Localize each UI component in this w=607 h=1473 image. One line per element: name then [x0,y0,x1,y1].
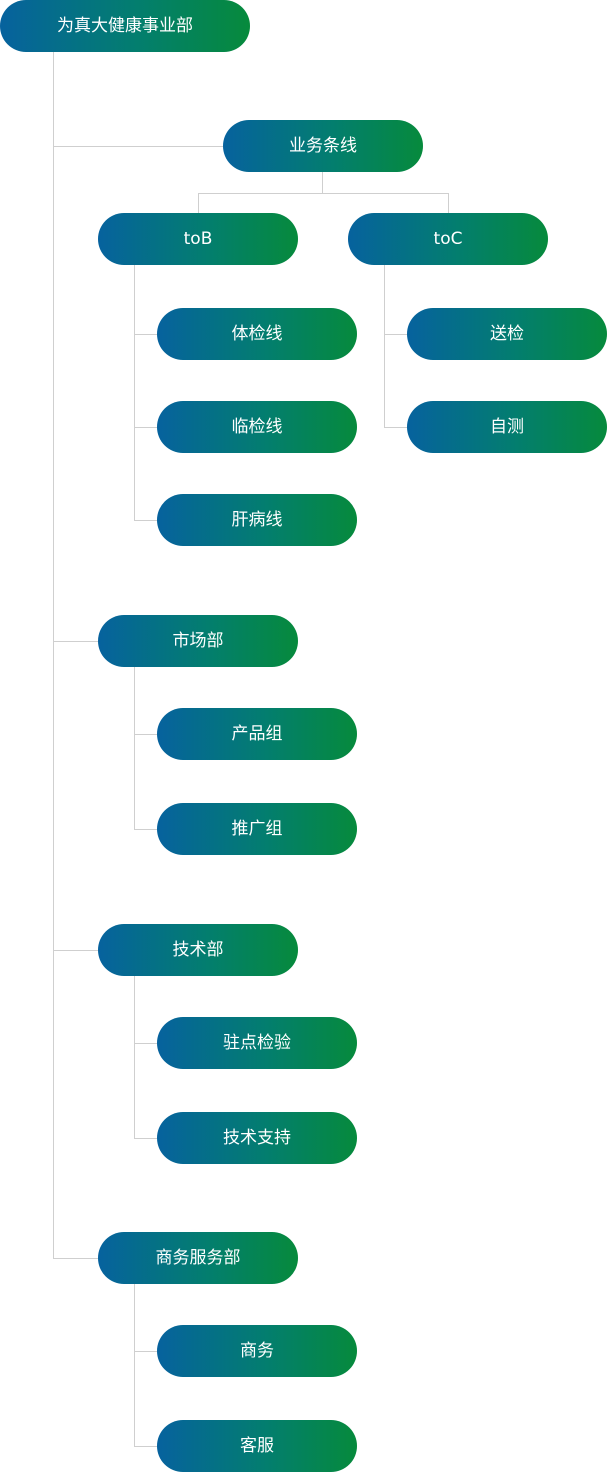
node-business-services-business: 商务 [157,1325,357,1377]
node-root-division: 为真大健康事业部 [0,0,250,52]
node-tob-liver-disease-line: 肝病线 [157,494,357,546]
node-marketing-product-group: 产品组 [157,708,357,760]
node-tob-clinical-test-line: 临检线 [157,401,357,453]
node-toc: toC [348,213,548,265]
node-toc-self-test: 自测 [407,401,607,453]
node-technical-onsite-testing: 驻点检验 [157,1017,357,1069]
node-business-lines: 业务条线 [223,120,423,172]
node-marketing-promotion-group: 推广组 [157,803,357,855]
node-business-services-customer-service: 客服 [157,1420,357,1472]
node-tob-physical-exam-line: 体检线 [157,308,357,360]
node-technical-dept: 技术部 [98,924,298,976]
node-toc-send-test: 送检 [407,308,607,360]
node-marketing-dept: 市场部 [98,615,298,667]
node-technical-support: 技术支持 [157,1112,357,1164]
node-tob: toB [98,213,298,265]
node-business-services-dept: 商务服务部 [98,1232,298,1284]
